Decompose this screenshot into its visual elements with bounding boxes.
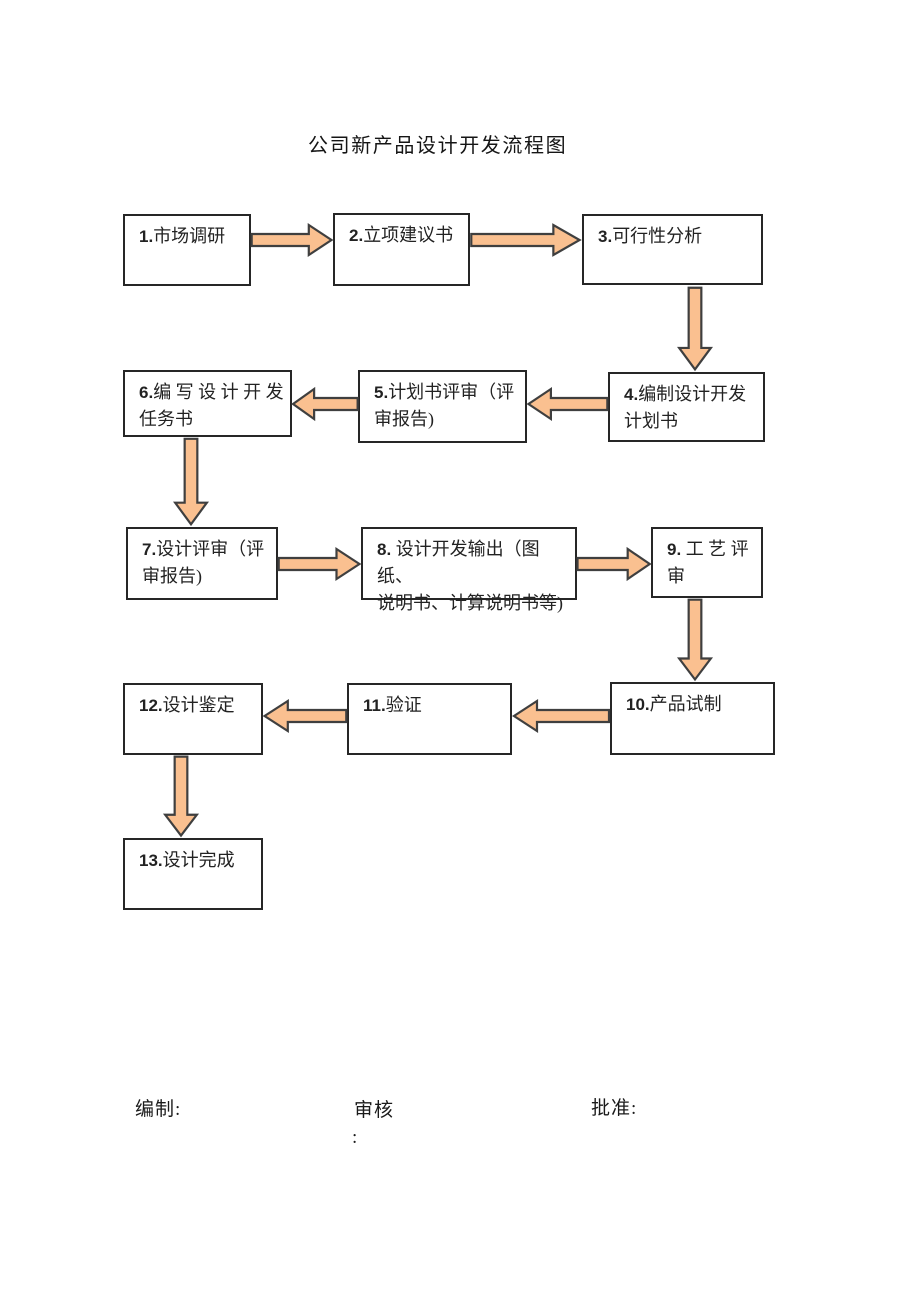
flow-box-label: 产品试制 — [649, 694, 722, 714]
flow-box-number: 5. — [374, 383, 389, 402]
flow-box-number: 3. — [598, 227, 613, 246]
approved-by-label: 批准: — [591, 1098, 638, 1119]
flow-box-design-complete: 13.设计完成 — [123, 838, 263, 910]
arrow-right-2-to-3-icon — [469, 222, 583, 258]
flow-box-number: 11. — [363, 696, 386, 715]
flow-box-project-proposal: 2.立项建议书 — [333, 213, 470, 286]
flow-box-design-appraisal: 12.设计鉴定 — [123, 683, 263, 755]
arrow-right-7-to-8-icon — [277, 546, 362, 582]
flow-box-market-research: 1.市场调研 — [123, 214, 251, 286]
flow-box-process-review: 9. 工 艺 评 审 — [651, 527, 763, 598]
page-title: 公司新产品设计开发流程图 — [308, 135, 568, 157]
flow-box-number: 1. — [139, 227, 154, 246]
flow-box-label: 工 艺 评 审 — [667, 539, 749, 586]
arrow-left-5-to-6-icon — [291, 386, 359, 422]
arrow-right-8-to-9-icon — [576, 546, 652, 582]
reviewed-by-label: 审核 — [354, 1100, 395, 1121]
flow-box-feasibility-analysis: 3.可行性分析 — [582, 214, 763, 285]
arrow-down-12-to-13-icon — [162, 755, 200, 838]
arrow-left-11-to-12-icon — [262, 698, 348, 734]
arrow-right-1-to-2-icon — [250, 222, 334, 258]
prepared-by-label: 编制: — [135, 1099, 182, 1120]
flow-box-number: 8. — [377, 540, 392, 559]
flow-box-label: 编 写 设 计 开 发 任务书 — [139, 382, 284, 429]
flow-box-verification: 11.验证 — [347, 683, 512, 755]
flow-box-label: 编制设计开发 计划书 — [624, 384, 747, 431]
arrow-down-9-to-10-icon — [676, 598, 714, 682]
flow-box-number: 9. — [667, 540, 682, 559]
arrow-left-4-to-5-icon — [526, 386, 609, 422]
flow-box-label: 可行性分析 — [612, 226, 703, 246]
flow-box-label: 市场调研 — [153, 226, 226, 246]
flow-box-label: 设计鉴定 — [162, 695, 235, 715]
flow-box-label: 立项建议书 — [363, 225, 454, 245]
arrow-down-6-to-7-icon — [172, 437, 210, 527]
flow-box-number: 7. — [142, 540, 157, 559]
flow-box-label: 设计完成 — [162, 850, 235, 870]
flow-box-design-review: 7.设计评审（评 审报告) — [126, 527, 278, 600]
flow-box-number: 6. — [139, 383, 154, 402]
flow-box-number: 2. — [349, 226, 364, 245]
flow-box-design-output: 8. 设计开发输出（图纸、 说明书、计算说明书等) — [361, 527, 577, 613]
flow-box-label: 验证 — [385, 695, 422, 715]
flow-box-label: 设计评审（评 审报告) — [142, 539, 265, 586]
flow-box-task-statement: 6.编 写 设 计 开 发 任务书 — [123, 370, 292, 437]
flow-box-label: 设计开发输出（图纸、 说明书、计算说明书等) — [377, 539, 563, 613]
arrow-left-10-to-11-icon — [511, 698, 611, 734]
flow-box-number: 10. — [626, 695, 650, 714]
flow-box-number: 12. — [139, 696, 163, 715]
flow-box-trial-production: 10.产品试制 — [610, 682, 775, 755]
reviewed-by-colon: : — [352, 1127, 359, 1148]
flow-box-label: 计划书评审（评 审报告) — [374, 382, 515, 429]
flow-box-plan-review: 5.计划书评审（评 审报告) — [358, 370, 527, 443]
flow-box-number: 4. — [624, 385, 639, 404]
flow-box-number: 13. — [139, 851, 163, 870]
flow-box-development-plan: 4.编制设计开发 计划书 — [608, 372, 765, 442]
arrow-down-3-to-4-icon — [676, 286, 714, 372]
